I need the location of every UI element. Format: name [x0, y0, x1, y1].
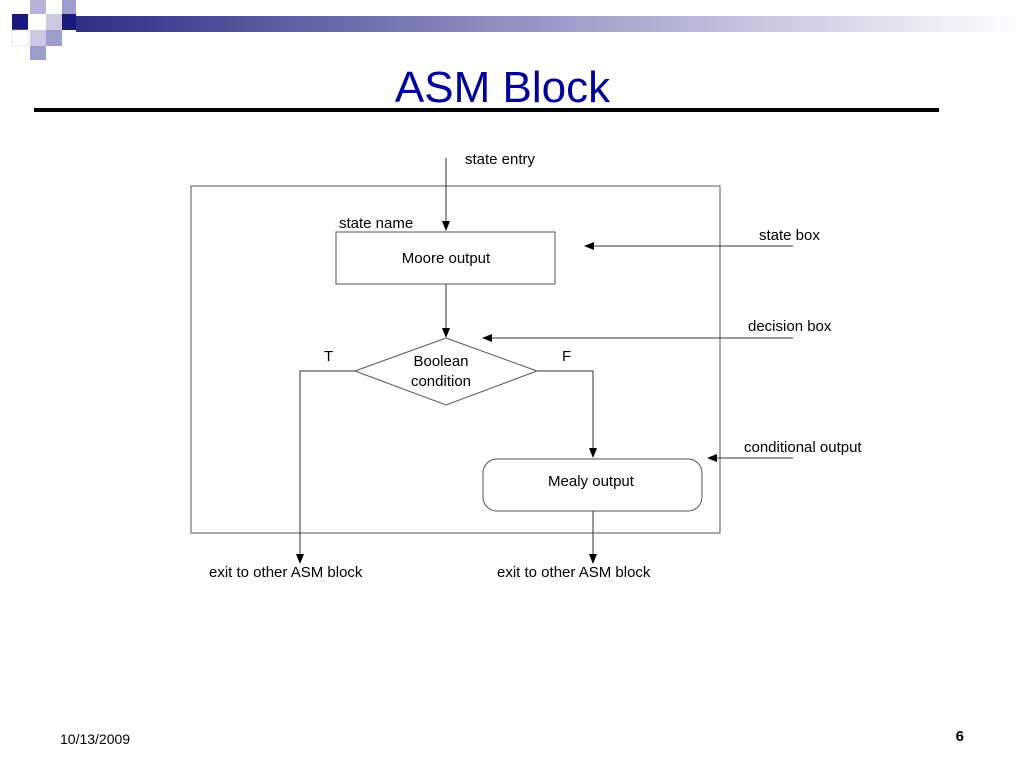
- logo-squares: [11, 0, 76, 60]
- true-branch-label: T: [324, 348, 333, 365]
- slide-title: ASM Block: [394, 63, 611, 112]
- moore-output-label: Moore output: [402, 250, 491, 267]
- conditional-output-annotation: conditional output: [744, 439, 862, 456]
- header-gradient-band: [76, 16, 1024, 32]
- decision-line1-label: Boolean: [413, 353, 468, 370]
- state-entry-label: state entry: [465, 151, 536, 168]
- page-number: 6: [955, 728, 964, 745]
- title-underline: [34, 108, 939, 112]
- state-box: [335, 231, 556, 285]
- false-branch-line: [537, 370, 597, 458]
- decision-box-annotation: decision box: [748, 318, 832, 335]
- state-box-annotation: state box: [759, 227, 820, 244]
- exit-right-label: exit to other ASM block: [497, 564, 651, 581]
- asm-block-frame: [190, 185, 721, 534]
- true-branch-line: [296, 370, 355, 564]
- decision-box: [353, 337, 539, 406]
- mealy-output-label: Mealy output: [548, 473, 635, 490]
- footer-date: 10/13/2009: [60, 731, 131, 747]
- false-branch-label: F: [562, 348, 571, 365]
- decision-line2-label: condition: [411, 373, 471, 390]
- state-name-label: state name: [339, 215, 413, 232]
- header-decoration: [11, 0, 1024, 60]
- exit-left-label: exit to other ASM block: [209, 564, 363, 581]
